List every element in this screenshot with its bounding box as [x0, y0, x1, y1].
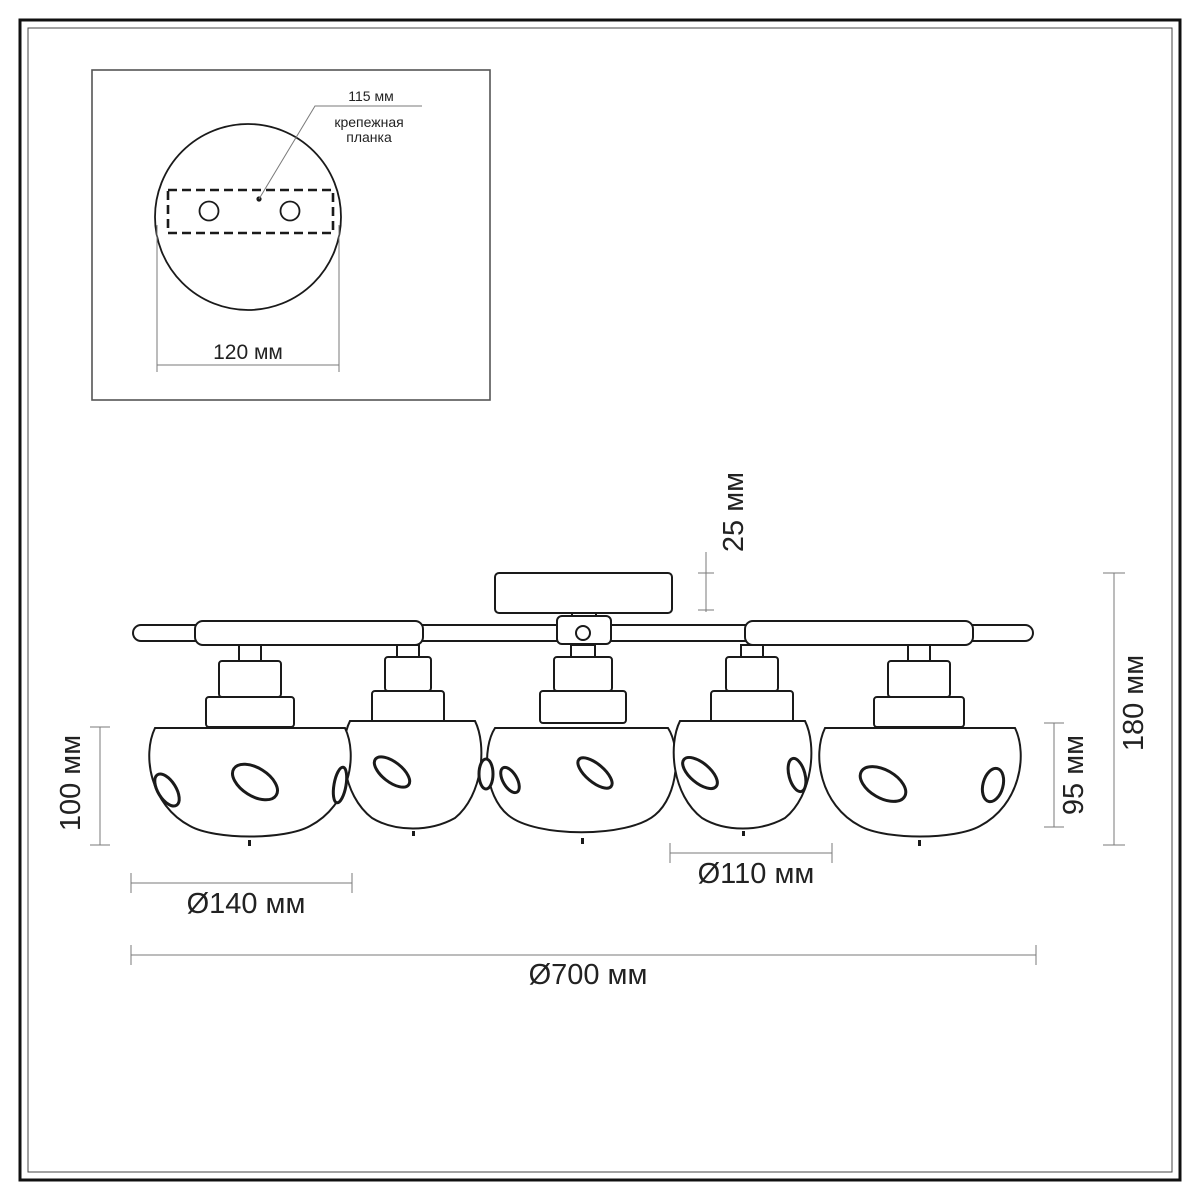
shade-4	[672, 720, 813, 830]
shade-dimples	[153, 755, 1006, 808]
shade-holder-4	[710, 644, 794, 724]
fixture-side-view	[132, 572, 1034, 846]
mount-plate-detail: 115 мм крепежная планка 120 мм	[91, 69, 491, 401]
mounting-plate-circle	[154, 123, 342, 311]
mounting-bracket	[166, 188, 335, 235]
hub-knob	[575, 625, 591, 641]
outer-shade-diameter-label: Ø140 мм	[187, 888, 306, 920]
inner-shade-height-label: 95 мм	[1058, 735, 1090, 815]
inner-shade-diameter-label: Ø110 мм	[698, 858, 815, 890]
outer-frame	[18, 18, 1182, 1182]
bracket-width-label: 115 мм	[348, 88, 393, 104]
inner-frame	[27, 27, 1173, 1173]
screw-hole-left	[198, 200, 220, 222]
shade-5	[818, 727, 1022, 838]
canopy-height-label: 25 мм	[718, 472, 750, 552]
outer-shade-height-label: 100 мм	[55, 735, 87, 831]
overall-diameter-label: Ø700 мм	[529, 959, 648, 991]
shade-holder-5	[873, 644, 965, 728]
bracket-name-label-line2: планка	[346, 129, 392, 145]
shade-2	[342, 720, 483, 830]
shade-holder-3	[539, 644, 627, 724]
bracket-name-label-line1: крепежная	[334, 114, 403, 130]
dimension-lines	[90, 552, 1125, 965]
shade-holder-2	[371, 644, 445, 724]
arm-sleeve-right	[744, 620, 974, 646]
plate-diameter-label: 120 мм	[213, 341, 283, 364]
shade-bottom-points	[248, 831, 921, 846]
inset-border	[91, 69, 491, 401]
screw-hole-right	[279, 200, 301, 222]
shade-holder-1	[205, 644, 295, 728]
ceiling-canopy	[494, 572, 673, 614]
total-height-label: 180 мм	[1118, 655, 1150, 751]
bracket-leader-line	[258, 105, 422, 200]
arm-sleeve-left	[194, 620, 424, 646]
